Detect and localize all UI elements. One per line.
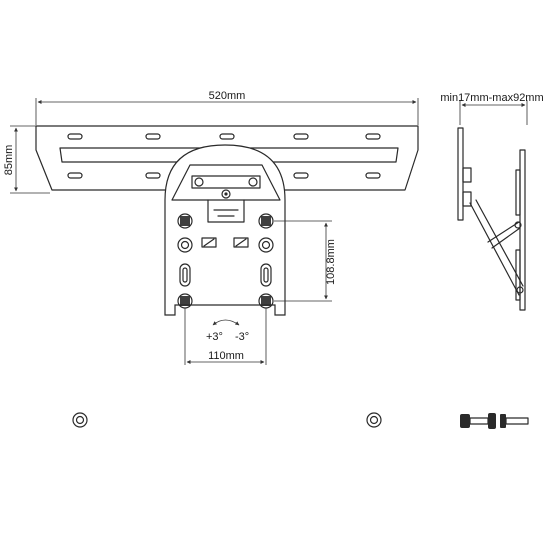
horizontal-spacing-dimension: 110mm: [184, 308, 267, 365]
hardware-bolt: [460, 413, 529, 429]
width-dimension: 520mm: [35, 90, 419, 125]
tilt-minus-label: -3°: [235, 331, 249, 343]
tilt-plus-label: +3°: [206, 331, 223, 343]
tilt-indicator: +3° -3°: [206, 319, 249, 343]
horizontal-spacing-label: 110mm: [208, 350, 244, 362]
depth-range-label: min17mm-max92mm: [440, 92, 543, 104]
mount-plate: [164, 144, 286, 316]
height-dimension: 85mm: [3, 125, 50, 194]
vertical-spacing-dimension: 108.8mm: [274, 220, 337, 302]
width-label: 520mm: [209, 90, 246, 102]
wall-rail: [35, 125, 419, 191]
hardware-washer-left: [72, 412, 88, 428]
vertical-spacing-label: 108.8mm: [325, 239, 337, 285]
side-view: min17mm-max92mm: [440, 92, 544, 311]
height-label: 85mm: [3, 145, 15, 176]
hardware-washer-right: [366, 412, 382, 428]
